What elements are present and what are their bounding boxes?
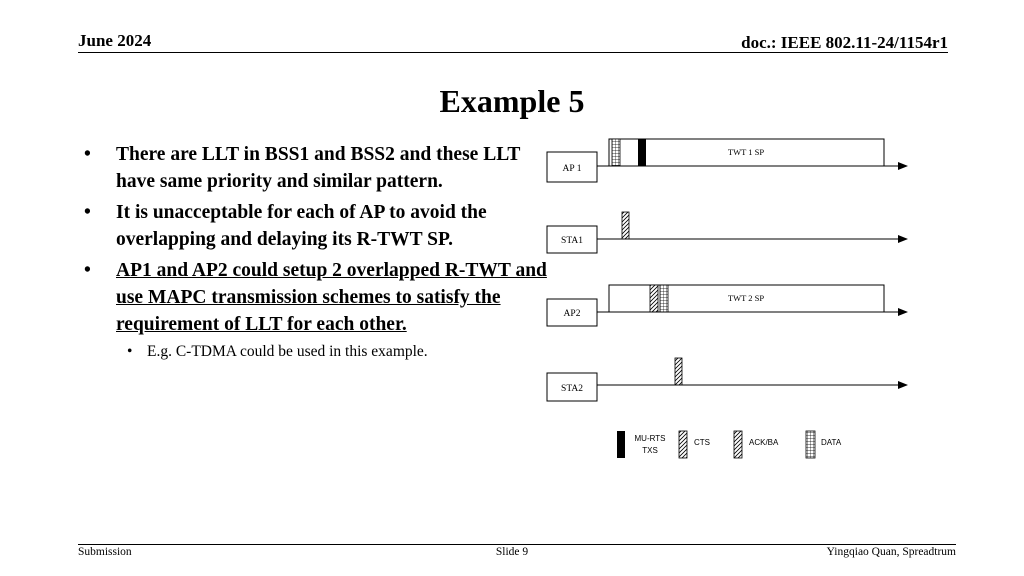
bullet-text: AP1 and AP2 could setup 2 overlapped R-T… [116, 260, 547, 335]
footer-submission: Submission [78, 546, 132, 558]
diagram-legend: MU-RTS TXS CTS ACK/BA DATA [617, 430, 842, 459]
legend-ack-swatch [733, 430, 743, 459]
row-sta2: STA2 [546, 357, 908, 402]
twt-sp-box [608, 138, 885, 167]
row-label: STA1 [561, 236, 583, 246]
legend-ack-label: ACK/BA [749, 438, 779, 447]
data-frame [659, 284, 669, 313]
legend-mu-rts-label: MU-RTS [635, 434, 666, 443]
cts-frame [621, 211, 630, 240]
row-label-box [546, 151, 598, 183]
bullet-marker: • [84, 260, 91, 281]
header-doc-id: doc.: IEEE 802.11-24/1154r1 [741, 33, 948, 52]
sub-bullet-text: E.g. C-TDMA could be used in this exampl… [147, 343, 428, 360]
header-date: June 2024 [78, 31, 152, 50]
footer-author: Yingqiao Quan, Spreadtrum [826, 546, 956, 558]
bullet-text: There are LLT in BSS1 and BSS2 and these… [116, 144, 521, 192]
row-label: AP 1 [563, 164, 582, 174]
row-label-box [546, 225, 598, 254]
ack-frame [674, 357, 683, 386]
legend-mu-rts-swatch [617, 431, 625, 458]
row-ap1: AP 1 TWT 1 SP [546, 138, 908, 183]
bullet-list: • There are LLT in BSS1 and BSS2 and the… [84, 141, 554, 366]
slide-title: Example 5 [439, 83, 585, 119]
bullet-marker: • [127, 343, 133, 360]
ack-frame [649, 284, 659, 313]
bullet-marker: • [84, 144, 91, 165]
twt-sp-label: TWT 2 SP [728, 293, 764, 303]
legend-cts-label: CTS [694, 438, 710, 447]
mu-rts-frame [638, 139, 646, 166]
bullet-item: • AP1 and AP2 could setup 2 overlapped R… [84, 257, 554, 338]
legend-cts-swatch [678, 430, 688, 459]
sub-bullet-item: • E.g. C-TDMA could be used in this exam… [127, 342, 554, 362]
row-label: STA2 [561, 384, 583, 394]
row-label-box [546, 298, 598, 327]
footer-divider [78, 544, 956, 545]
footer-slide-number: Slide 9 [495, 546, 529, 558]
bullet-item: • It is unacceptable for each of AP to a… [84, 199, 554, 253]
legend-data-swatch [805, 430, 816, 459]
twt-sp-label: TWT 1 SP [728, 147, 764, 157]
legend-txs-label: TXS [642, 446, 658, 455]
bullet-marker: • [84, 202, 91, 223]
legend-data-label: DATA [821, 438, 842, 447]
row-sta1: STA1 [546, 211, 908, 254]
row-ap2: AP2 TWT 2 SP [546, 284, 908, 327]
data-frame [611, 138, 621, 167]
header-divider [78, 52, 948, 53]
row-label: AP2 [564, 309, 581, 319]
row-label-box [546, 372, 598, 402]
bullet-item: • There are LLT in BSS1 and BSS2 and the… [84, 141, 554, 195]
bullet-text: It is unacceptable for each of AP to avo… [116, 202, 487, 250]
